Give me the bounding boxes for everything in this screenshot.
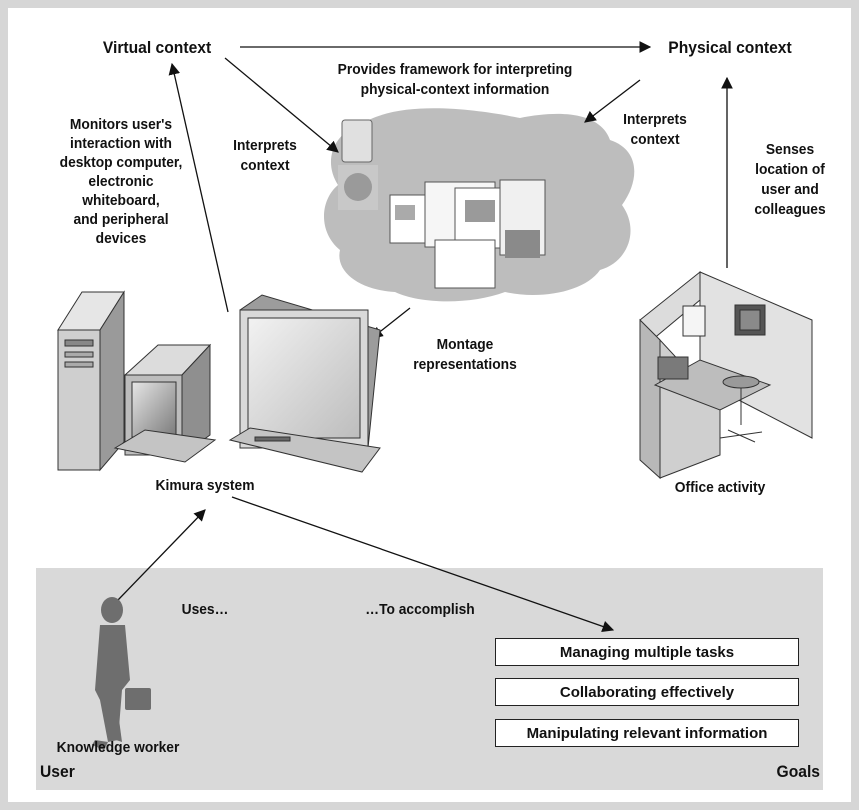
goals-label: Goals <box>776 762 820 781</box>
monitors-label-line3: desktop computer, <box>59 154 183 171</box>
goal-box: Managing multiple tasks <box>495 638 799 666</box>
arrow-kimura-to-virtual <box>168 62 229 313</box>
virtual-context-label: Virtual context <box>102 38 212 57</box>
monitors-label-line2: interaction with <box>70 135 172 152</box>
framework-label-line1: Provides framework for interpreting <box>337 61 573 78</box>
goal-box: Manipulating relevant information <box>495 719 799 747</box>
arrow-user-to-kimura <box>117 509 206 601</box>
desktop-computer <box>57 290 217 472</box>
montage-label-line1: Montage <box>436 336 494 353</box>
knowledge-worker-label: Knowledge worker <box>56 739 180 756</box>
senses-label-line2: location of <box>755 161 825 178</box>
senses-label-line1: Senses <box>765 141 815 158</box>
senses-label-line4: colleagues <box>754 201 826 218</box>
arrow-kimura-to-goals <box>231 496 615 633</box>
interprets-context-left-line1: Interprets <box>233 137 297 154</box>
office-cubicle <box>639 270 813 480</box>
arrow-virtual-to-cloud <box>224 57 339 153</box>
monitors-label-line6: and peripheral <box>73 211 169 228</box>
uses-label: Uses… <box>181 601 229 618</box>
interprets-context-right-line1: Interprets <box>623 111 687 128</box>
accomplish-label: …To accomplish <box>365 601 475 618</box>
montage-icons <box>338 119 378 210</box>
interprets-context-left-line2: context <box>240 157 290 174</box>
goal-box: Collaborating effectively <box>495 678 799 706</box>
arrow-physical-to-cloud <box>584 79 641 123</box>
interprets-context-right-line2: context <box>630 131 680 148</box>
monitors-label-line4: electronic <box>88 173 154 190</box>
monitors-label-line7: devices <box>95 230 147 247</box>
office-activity-label: Office activity <box>674 479 766 496</box>
senses-label-line3: user and <box>761 181 819 198</box>
montage-documents <box>389 179 546 289</box>
whiteboard <box>228 294 381 473</box>
physical-context-label: Physical context <box>668 38 792 57</box>
montage-label-line2: representations <box>413 356 517 373</box>
user-label: User <box>40 762 75 781</box>
monitors-label-line1: Monitors user's <box>69 116 173 133</box>
framework-label-line2: physical-context information <box>360 81 550 98</box>
knowledge-worker-silhouette <box>92 597 151 750</box>
kimura-system-label: Kimura system <box>155 477 255 494</box>
monitors-label-line5: whiteboard, <box>82 192 160 209</box>
